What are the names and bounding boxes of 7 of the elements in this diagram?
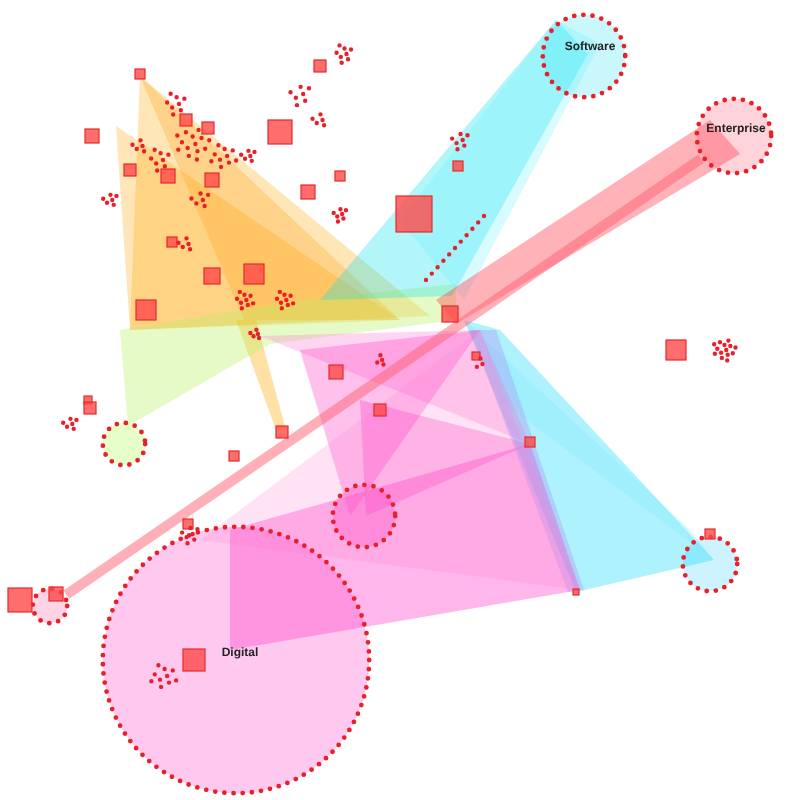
cluster-circle — [330, 482, 398, 550]
cluster-circle — [694, 96, 774, 176]
cluster-circle — [680, 534, 740, 594]
cluster-circle — [100, 420, 148, 468]
cluster-circle — [540, 12, 628, 100]
cluster-circle — [100, 524, 372, 796]
connector-band — [63, 154, 704, 599]
